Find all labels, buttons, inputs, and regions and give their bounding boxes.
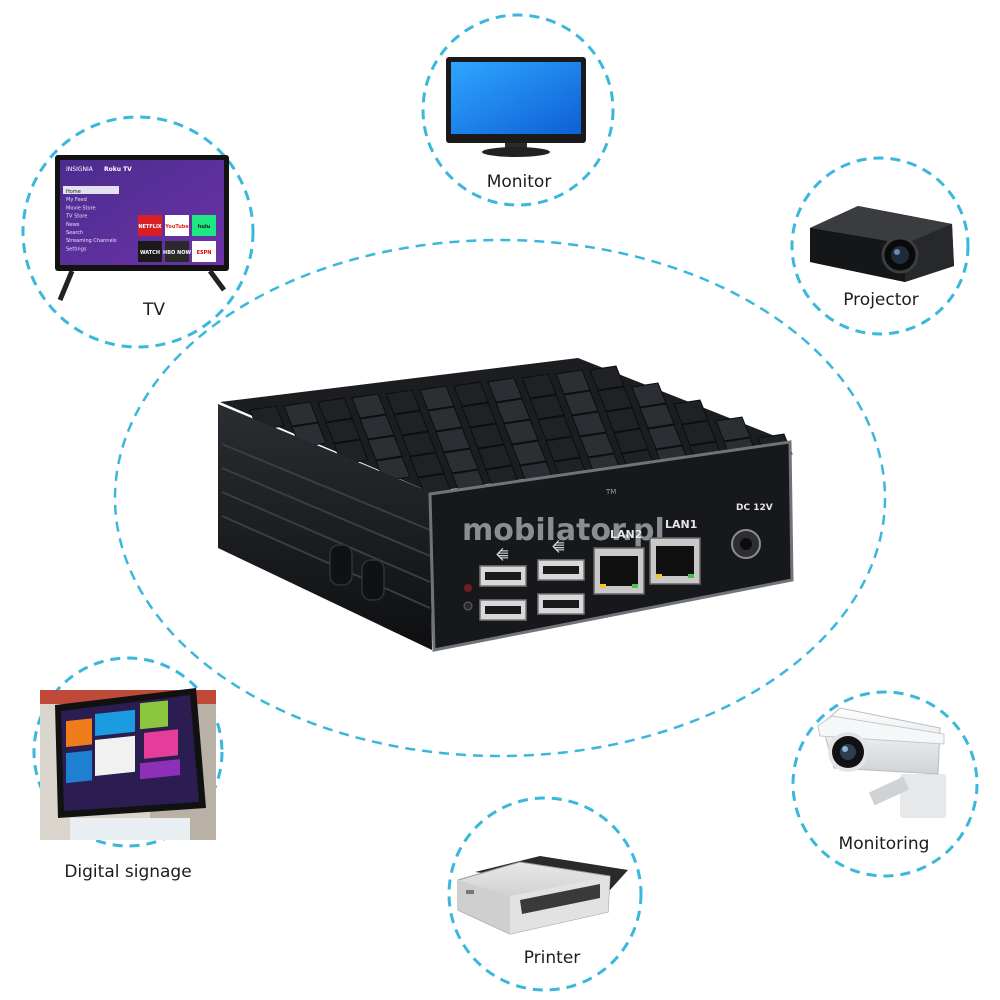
monitoring-camera-icon	[817, 707, 946, 818]
heatsink-fin	[477, 444, 513, 470]
tv-app-tile	[165, 241, 189, 262]
lan2-port	[593, 547, 645, 595]
heatsink-fin	[673, 399, 709, 425]
lan2-label: LAN2	[610, 528, 642, 541]
heatsink-fins	[249, 365, 793, 499]
heatsink-fin	[521, 373, 557, 399]
heatsink-fin	[579, 432, 615, 458]
heatsink-fin	[385, 389, 421, 415]
heatsink-fin	[453, 381, 489, 407]
brand-logo: mobilator.pl	[462, 513, 665, 548]
heatsink-fin	[469, 423, 505, 449]
heatsink-fin	[393, 410, 429, 436]
heatsink-fin	[325, 418, 361, 444]
tv-menu-item: Settings	[66, 246, 87, 252]
heatsink-fin	[401, 431, 437, 457]
label-tv: TV	[142, 300, 166, 320]
center-dashed-ellipse	[113, 238, 887, 758]
printer-icon	[457, 856, 628, 935]
heatsink-fin	[639, 403, 675, 429]
heatsink-fin	[419, 385, 455, 411]
heatsink-fin	[597, 386, 633, 412]
heatsink-fin	[681, 420, 717, 446]
power-label: DC 12V	[736, 503, 773, 513]
tv-menu-item: News	[66, 222, 80, 228]
heatsink-fin	[351, 393, 387, 419]
tv-app-label: YouTube	[164, 224, 189, 230]
heatsink-fin	[487, 377, 523, 403]
projector-icon	[810, 206, 954, 282]
heatsink-fin	[647, 424, 683, 450]
tv-app-label: WATCH	[140, 250, 160, 256]
heatsink-fin	[317, 397, 353, 423]
tv-menu-item: TV Store	[65, 214, 87, 220]
heatsink-fin	[495, 398, 531, 424]
label-projector: Projector	[843, 290, 919, 310]
tv-app-tile	[192, 215, 216, 236]
heatsink-fin	[715, 416, 751, 442]
heatsink-fin	[563, 390, 599, 416]
lan1-port	[649, 537, 701, 585]
heatsink-fin	[589, 365, 625, 391]
tv-platform: Roku TV	[104, 166, 132, 173]
dc-power-jack	[731, 529, 761, 559]
monitor-icon	[446, 57, 586, 157]
lan1-label: LAN1	[665, 518, 697, 531]
brand-trademark: TM	[605, 488, 616, 496]
side-grooves	[221, 443, 431, 609]
tv-menu-item: My Feed	[66, 197, 87, 203]
heatsink-fin	[631, 382, 667, 408]
label-monitoring: Monitoring	[838, 834, 930, 854]
usb-ports	[479, 559, 585, 621]
heatsink-fin	[443, 448, 479, 474]
tv-menu-item: Movie Store	[66, 205, 96, 211]
tv-app-tile	[138, 215, 162, 236]
heatsink-fin	[367, 435, 403, 461]
heatsink-fin	[359, 414, 395, 440]
tv-app-label: NETFLIX	[138, 224, 161, 230]
heatsink-fin	[529, 394, 565, 420]
heatsink-fin	[613, 428, 649, 454]
label-printer: Printer	[523, 948, 581, 968]
tv-menu-item: Search	[66, 230, 83, 236]
heatsink-fin	[571, 411, 607, 437]
heatsink-fin	[427, 406, 463, 432]
heatsink-fin	[555, 369, 591, 395]
heatsink-fin	[283, 401, 319, 427]
heatsink-fin	[537, 415, 573, 441]
tv-app-label: hulu	[198, 224, 211, 230]
tv-brand: INSIGNIA	[66, 166, 94, 173]
usb-icon: ⭅	[552, 539, 565, 556]
tv-app-label: ESPN	[197, 250, 212, 256]
heatsink-fin	[409, 452, 445, 478]
heatsink-fin	[545, 436, 581, 462]
heatsink-fin	[511, 440, 547, 466]
tv-app-tile	[192, 241, 216, 262]
status-leds	[463, 584, 473, 611]
tv-app-tile	[165, 215, 189, 236]
label-monitor: Monitor	[486, 172, 552, 192]
digital-signage-icon	[40, 688, 216, 840]
label-digital-signage: Digital signage	[64, 862, 192, 882]
heatsink-fin	[503, 419, 539, 445]
tv-menu-item: Home	[66, 189, 81, 195]
tv-app-tile	[138, 241, 162, 262]
usb-icon: ⭅	[496, 547, 509, 564]
heatsink-fin	[461, 402, 497, 428]
mini-pc-device: mobilator.pl TM LAN2 LAN1 DC 12V ⭅ ⭅	[218, 358, 794, 652]
heatsink-fin	[605, 407, 641, 433]
tv-menu-item: Streaming Channels	[66, 238, 117, 244]
tv-app-label: HBO NOW	[163, 250, 191, 256]
heatsink-fin	[435, 427, 471, 453]
